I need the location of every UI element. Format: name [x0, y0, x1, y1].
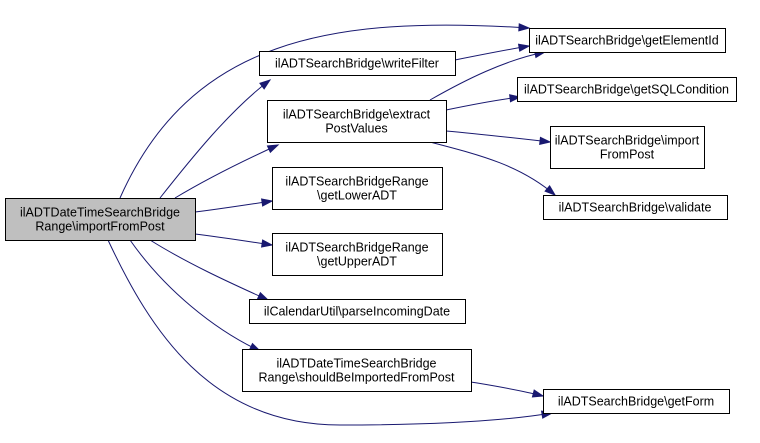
node-box — [272, 233, 443, 276]
edge-shouldBeImported-to-getForm — [470, 381, 545, 398]
node-label: ilADTSearchBridgeRange — [285, 175, 428, 189]
node-box — [517, 77, 737, 102]
edges-layer — [107, 23, 557, 426]
arrowhead — [260, 198, 274, 207]
edge-extractPostValues-to-getSQLCondition — [445, 94, 522, 111]
edge-extractPostValues-to-validate — [429, 141, 557, 196]
node-box — [529, 28, 726, 53]
node-shouldBeImported[interactable]: ilADTDateTimeSearchBridgeRange\shouldBeI… — [242, 349, 472, 392]
arrowhead — [518, 23, 531, 32]
node-label: Range\importFromPost — [35, 220, 165, 234]
edge-root-to-extractPostValues — [174, 144, 280, 199]
nodes-layer: ilADTDateTimeSearchBridgeRange\importFro… — [5, 28, 737, 414]
node-root[interactable]: ilADTDateTimeSearchBridgeRange\importFro… — [5, 198, 196, 241]
node-label: ilADTSearchBridge\import — [555, 134, 700, 148]
edge-line — [194, 200, 273, 213]
node-box — [5, 198, 196, 241]
node-box — [543, 389, 730, 414]
arrowhead — [259, 79, 272, 90]
node-label: PostValues — [325, 122, 387, 136]
node-label: ilADTSearchBridgeRange — [285, 241, 428, 255]
node-label: FromPost — [600, 148, 655, 162]
edge-root-to-writeFilter — [159, 79, 272, 199]
node-getSQLCondition[interactable]: ilADTSearchBridge\getSQLCondition — [517, 77, 737, 102]
arrowhead — [266, 144, 280, 154]
arrowhead — [531, 389, 545, 398]
node-getLowerADT[interactable]: ilADTSearchBridgeRange\getLowerADT — [272, 167, 443, 210]
node-label: \getLowerADT — [317, 189, 397, 203]
edge-root-to-getUpperADT — [194, 233, 274, 248]
node-label: ilADTSearchBridge\getForm — [558, 395, 714, 409]
node-box — [272, 167, 443, 210]
edge-line — [129, 239, 261, 352]
node-label: ilADTSearchBridge\writeFilter — [275, 57, 439, 71]
edge-line — [107, 239, 553, 426]
edge-writeFilter-to-getElementId — [454, 43, 531, 61]
edge-line — [119, 24, 530, 199]
node-box — [267, 100, 447, 143]
node-getElementId[interactable]: ilADTSearchBridge\getElementId — [529, 28, 726, 53]
node-label: ilADTSearchBridge\getSQLCondition — [524, 83, 729, 97]
node-label: Range\shouldBeImportedFromPost — [259, 371, 455, 385]
node-label: ilADTDateTimeSearchBridge — [20, 206, 180, 220]
node-label: ilADTDateTimeSearchBridge — [276, 357, 436, 371]
edge-line — [174, 144, 279, 199]
node-getUpperADT[interactable]: ilADTSearchBridgeRange\getUpperADT — [272, 233, 443, 276]
edge-line — [429, 141, 556, 196]
edge-line — [445, 130, 551, 143]
edge-root-to-parseIncomingDate — [149, 239, 270, 301]
edge-root-to-getLowerADT — [194, 198, 274, 213]
arrowhead — [539, 136, 552, 145]
node-label: \getUpperADT — [317, 255, 397, 269]
edge-extractPostValues-to-importFromPost — [445, 130, 552, 145]
node-writeFilter[interactable]: ilADTSearchBridge\writeFilter — [259, 51, 456, 76]
edge-root-to-getElementId — [119, 23, 531, 199]
node-box — [259, 51, 456, 76]
node-label: ilADTSearchBridge\validate — [559, 201, 712, 215]
node-box — [543, 195, 728, 220]
node-label: ilADTSearchBridge\extract — [283, 108, 431, 122]
node-box — [249, 299, 466, 324]
edge-root-to-shouldBeImported — [129, 239, 262, 352]
arrowhead — [517, 43, 531, 52]
arrowhead — [256, 291, 270, 301]
node-validate[interactable]: ilADTSearchBridge\validate — [543, 195, 728, 220]
edge-line — [470, 381, 544, 397]
edge-line — [454, 45, 530, 61]
node-importFromPost[interactable]: ilADTSearchBridge\importFromPost — [550, 126, 705, 169]
edge-line — [445, 96, 521, 111]
node-label: ilADTSearchBridge\getElementId — [535, 34, 718, 48]
edge-line — [159, 79, 271, 199]
node-getForm[interactable]: ilADTSearchBridge\getForm — [543, 389, 730, 414]
edge-line — [149, 239, 269, 301]
node-parseIncomingDate[interactable]: ilCalendarUtil\parseIncomingDate — [249, 299, 466, 324]
node-box — [550, 126, 705, 169]
arrowhead — [544, 185, 557, 196]
node-box — [242, 349, 472, 392]
node-label: ilCalendarUtil\parseIncomingDate — [264, 305, 450, 319]
edge-line — [429, 51, 546, 101]
arrowhead — [260, 239, 274, 248]
edge-line — [194, 233, 273, 246]
